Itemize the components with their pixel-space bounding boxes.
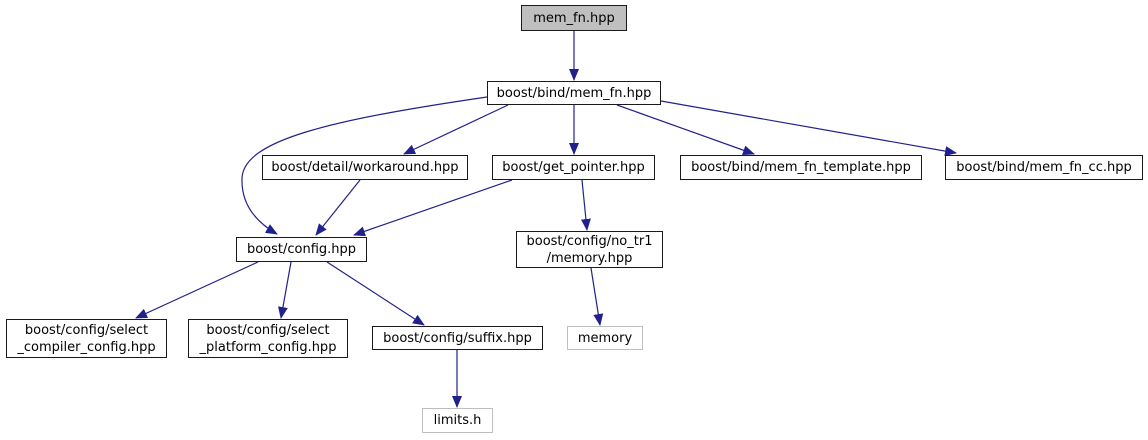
node-label: _compiler_config.hpp [17,339,156,355]
node-label: mem_fn.hpp [533,10,615,26]
node-label: _platform_config.hpp [199,339,337,355]
node-select-compiler[interactable]: boost/config/select_compiler_config.hpp [6,319,167,358]
node-label: limits.h [433,413,482,428]
edge-bind-mem-fn-to-mem-fn-cc [660,100,957,157]
edge-config-to-select-compiler [135,261,259,319]
edge-workaround-to-config [315,179,361,236]
node-select-platform[interactable]: boost/config/select_platform_config.hpp [188,319,348,358]
node-label: boost/config/suffix.hpp [383,330,532,346]
node-label: boost/config.hpp [246,242,357,257]
node-workaround[interactable]: boost/detail/workaround.hpp [262,155,468,180]
node-label: boost/detail/workaround.hpp [271,160,459,175]
node-get-pointer[interactable]: boost/get_pointer.hpp [492,155,655,180]
node-mem-fn: mem_fn.hpp [521,5,627,31]
node-mem-fn-template[interactable]: boost/bind/mem_fn_template.hpp [680,155,922,180]
edge-config-to-select-platform [278,261,292,319]
edge-bind-mem-fn-to-workaround [403,104,509,155]
node-label: boost/config/select [206,322,330,338]
node-label: boost/bind/mem_fn.hpp [496,85,652,101]
edge-no-tr1-memory-to-memory [590,267,604,326]
node-suffix[interactable]: boost/config/suffix.hpp [372,326,543,350]
node-label: boost/bind/mem_fn_template.hpp [691,160,911,175]
edge-bind-mem-fn-to-mem-fn-template [616,104,755,156]
node-label: memory [577,330,633,346]
node-no-tr1-memory[interactable]: boost/config/no_tr1/memory.hpp [516,231,663,268]
node-memory: memory [567,326,643,350]
edge-get-pointer-to-no-tr1-memory [580,179,591,231]
node-label: /memory.hpp [546,250,633,266]
node-mem-fn-cc[interactable]: boost/bind/mem_fn_cc.hpp [945,155,1143,180]
node-label: boost/get_pointer.hpp [502,160,645,175]
edge-config-to-suffix [326,261,425,326]
node-limits: limits.h [422,408,493,433]
edge-get-pointer-to-config [353,179,513,237]
node-label: boost/config/select [24,322,149,338]
edge-bind-mem-fn-to-config [241,96,488,235]
node-config[interactable]: boost/config.hpp [236,237,367,262]
node-bind-mem-fn[interactable]: boost/bind/mem_fn.hpp [487,81,661,105]
node-label: boost/bind/mem_fn_cc.hpp [956,160,1132,175]
node-label: boost/config/no_tr1 [526,233,653,249]
